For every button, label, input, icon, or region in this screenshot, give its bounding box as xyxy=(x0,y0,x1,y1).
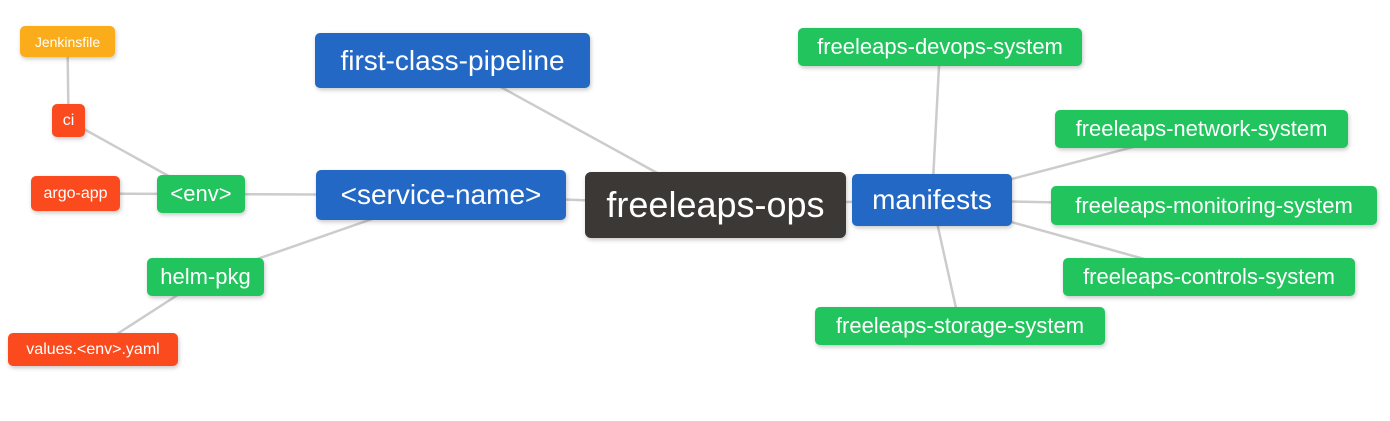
mindmap-node-helm-pkg[interactable]: helm-pkg xyxy=(147,258,264,296)
mindmap-node-freeleaps-ops[interactable]: freeleaps-ops xyxy=(585,172,846,238)
mindmap-node-env[interactable]: <env> xyxy=(157,175,245,213)
mindmap-node-network-system[interactable]: freeleaps-network-system xyxy=(1055,110,1348,148)
mindmap-node-service-name[interactable]: <service-name> xyxy=(316,170,566,220)
mindmap-node-monitoring-system[interactable]: freeleaps-monitoring-system xyxy=(1051,186,1377,225)
mindmap-node-first-class-pipeline[interactable]: first-class-pipeline xyxy=(315,33,590,88)
mindmap-node-values-env-yaml[interactable]: values.<env>.yaml xyxy=(8,333,178,366)
mindmap-node-argo-app[interactable]: argo-app xyxy=(31,176,120,211)
mindmap-node-storage-system[interactable]: freeleaps-storage-system xyxy=(815,307,1105,345)
mindmap-node-ci[interactable]: ci xyxy=(52,104,85,137)
mindmap-node-manifests[interactable]: manifests xyxy=(852,174,1012,226)
mindmap-node-jenkinsfile[interactable]: Jenkinsfile xyxy=(20,26,115,57)
mindmap-node-devops-system[interactable]: freeleaps-devops-system xyxy=(798,28,1082,66)
mindmap-node-controls-system[interactable]: freeleaps-controls-system xyxy=(1063,258,1355,296)
